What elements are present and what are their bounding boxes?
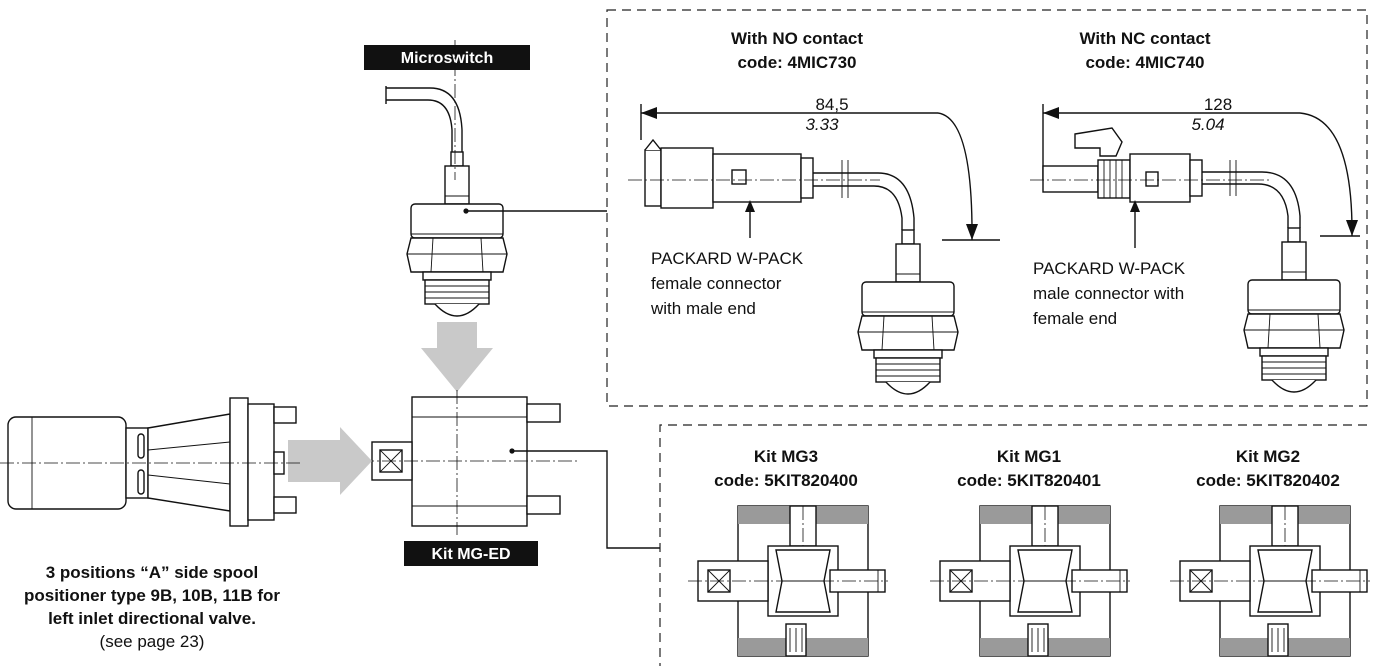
nc-contact-title: With NC contact: [1079, 29, 1210, 48]
kit-mg3-name: Kit MG3: [754, 447, 818, 466]
no-contact-connector-line-3: with male end: [650, 299, 756, 318]
no-contact-connector-line-1: PACKARD W-PACK: [651, 249, 804, 268]
microswitch-drawing: [385, 40, 607, 317]
no-contact-connector-line-2: female connector: [651, 274, 782, 293]
nc-contact-dim-in: 5.04: [1191, 115, 1224, 134]
no-contact-title: With NO contact: [731, 29, 863, 48]
kit-options-frame: [659, 424, 1367, 666]
nc-contact-drawing: [1030, 104, 1360, 393]
right-arrow-icon: [288, 427, 372, 495]
kit-med-label: Kit MG-ED: [431, 546, 510, 563]
kit-med-drawing: [360, 390, 660, 549]
kit-med-label-tag: Kit MG-ED: [404, 541, 538, 566]
nc-contact-connector-line-2: male connector with: [1033, 284, 1184, 303]
caption-line-1: 3 positions “A” side spool: [46, 563, 259, 582]
nc-contact-code: code: 4MIC740: [1085, 53, 1204, 72]
kit-mg1-name: Kit MG1: [997, 447, 1061, 466]
kit-mg3-drawing: [687, 505, 889, 657]
caption-line-3: left inlet directional valve.: [48, 609, 256, 628]
nc-contact-dim-mm: 128: [1204, 95, 1232, 114]
no-contact-drawing: [628, 104, 1000, 395]
no-contact-dim-mm: 84,5: [815, 95, 848, 114]
kit-mg2-drawing: [1169, 505, 1371, 657]
no-contact-code: code: 4MIC730: [737, 53, 856, 72]
kit-mg1-code: code: 5KIT820401: [957, 471, 1101, 490]
caption-note: (see page 23): [100, 632, 205, 651]
caption-line-2: positioner type 9B, 10B, 11B for: [24, 586, 280, 605]
no-contact-dim-in: 3.33: [805, 115, 839, 134]
kit-mg3-code: code: 5KIT820400: [714, 471, 858, 490]
spool-positioner-drawing: [0, 397, 300, 527]
nc-contact-connector-line-3: female end: [1033, 309, 1117, 328]
kit-mg1-drawing: [929, 505, 1131, 657]
nc-contact-connector-line-1: PACKARD W-PACK: [1033, 259, 1186, 278]
microswitch-label: Microswitch: [401, 50, 493, 67]
microswitch-options-frame: [606, 9, 1368, 407]
down-arrow-icon: [421, 322, 493, 392]
microswitch-label-tag: Microswitch: [364, 45, 530, 70]
kit-mg2-name: Kit MG2: [1236, 447, 1300, 466]
kit-mg2-code: code: 5KIT820402: [1196, 471, 1340, 490]
